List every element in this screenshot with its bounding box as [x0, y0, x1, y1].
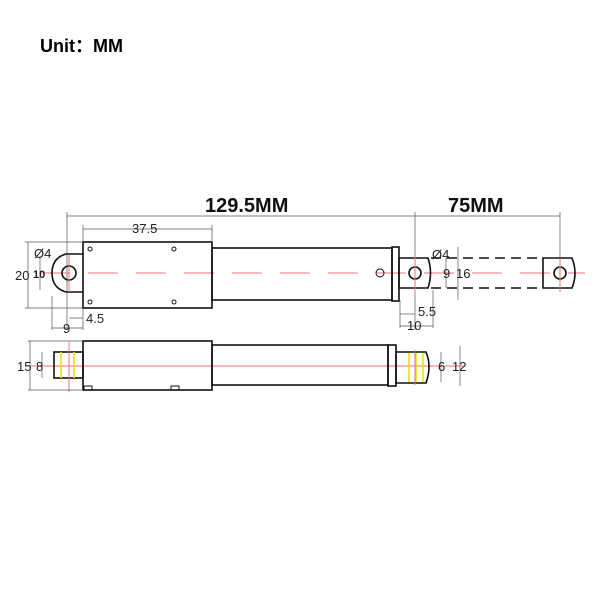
- overall-dimensions: 129.5MM 75MM: [66, 195, 561, 330]
- rod-hole-dia-label: Ø4: [432, 247, 449, 262]
- rear-stub-thickness-label: 8: [36, 359, 43, 374]
- rod-clevis-length-label: 10: [407, 318, 421, 333]
- retracted-length-label: 129.5MM: [205, 195, 288, 217]
- rear-clevis-length-label: 9: [63, 321, 70, 336]
- rod-clevis-width-label: 9: [443, 266, 450, 281]
- rear-hole-dia-label: Ø4: [34, 246, 51, 261]
- rod-cap-height-label: 16: [456, 266, 470, 281]
- stroke-label: 75MM: [448, 195, 504, 217]
- rod-thickness-label: 6: [438, 359, 445, 374]
- rear-clevis-width-label: 10: [33, 269, 45, 281]
- rod-hole-offset-label: 5.5: [418, 304, 436, 319]
- side-cap-height-label: 12: [452, 359, 466, 374]
- side-height-label: 15: [17, 359, 31, 374]
- housing-height-label: 20: [15, 268, 29, 283]
- rear-hole-offset-label: 4.5: [86, 311, 104, 326]
- side-view: 15 8 6 12: [17, 340, 466, 392]
- top-view: 37.5 Ø4 10 20 4.5 9 Ø4 9 16 5.5 10: [15, 221, 585, 336]
- unit-label: Unit：MM: [40, 36, 123, 56]
- housing-length-label: 37.5: [132, 221, 157, 236]
